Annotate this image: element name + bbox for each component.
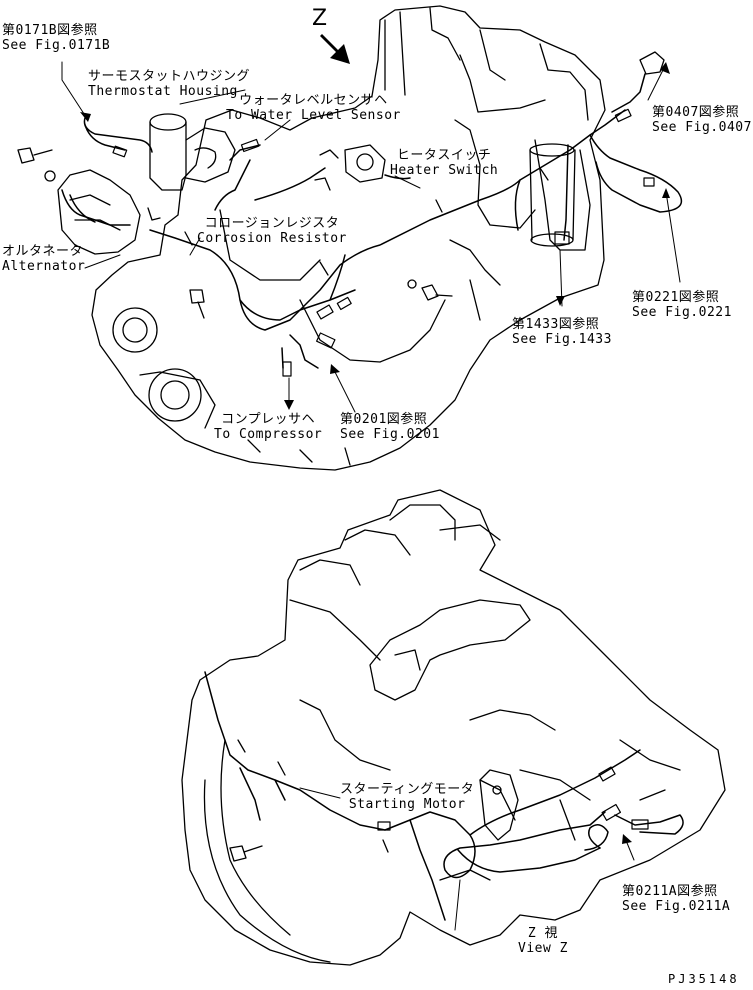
label-heater-switch-jp: ヒータスイッチ: [396, 148, 492, 163]
label-fig0221-jp: 第0221図参照: [632, 290, 720, 305]
label-fig0171b-en: See Fig.0171B: [2, 38, 111, 53]
upper-engine-view: [17, 5, 683, 471]
fan-pulley: [148, 368, 202, 422]
upper-wiring-harness: [61, 73, 683, 369]
label-alternator: オルタネータ Alternator: [2, 244, 85, 274]
label-water-level-sensor: ウォータレベルセンサヘ To Water Level Sensor: [226, 93, 401, 123]
thermostat-housing: [149, 113, 187, 131]
label-corrosion-jp: コロージョンレジスタ: [204, 216, 340, 231]
label-fig0211a-en: See Fig.0211A: [622, 899, 731, 914]
label-water-level-en: To Water Level Sensor: [226, 108, 401, 123]
view-letter: Z: [312, 6, 328, 31]
label-fig0407-jp: 第0407図参照: [652, 105, 740, 120]
label-fig0171b: 第0171B図参照 See Fig.0171B: [2, 23, 110, 53]
connectors-upper: [112, 108, 655, 377]
bolt-mid: [189, 289, 205, 319]
label-fig0211a: 第0211A図参照 See Fig.0211A: [622, 884, 730, 914]
label-alternator-jp: オルタネータ: [2, 244, 84, 259]
label-fig0407: 第0407図参照 See Fig.0407: [652, 105, 752, 135]
intake-pipe: [369, 599, 531, 701]
drawing-code: PJ35148: [668, 972, 740, 986]
label-starting-motor: スターティングモータ Starting Motor: [340, 782, 474, 812]
label-thermostat-housing: サーモスタットハウジング Thermostat Housing: [88, 69, 250, 99]
label-view-z-en: View Z: [518, 941, 568, 956]
label-compressor-jp: コンプレッサヘ: [221, 412, 316, 427]
label-fig1433-jp: 第1433図参照: [512, 317, 600, 332]
label-water-level-jp: ウォータレベルセンサヘ: [239, 93, 388, 108]
engine-block-outline: [91, 5, 606, 471]
starting-motor-bracket: [479, 769, 519, 841]
label-fig1433: 第1433図参照 See Fig.1433: [512, 317, 612, 347]
label-fig0221-en: See Fig.0221: [632, 305, 732, 320]
label-fig0201-jp: 第0201図参照: [340, 412, 428, 427]
lower-engine-view: [181, 489, 726, 966]
label-to-compressor: コンプレッサヘ To Compressor: [214, 412, 322, 442]
corrosion-resistor-body: [529, 149, 576, 241]
connectors-lower: [377, 766, 649, 831]
lower-clamps: [237, 739, 389, 853]
label-fig0171b-jp: 第0171B図参照: [2, 23, 98, 38]
crank-pulley: [112, 307, 158, 353]
harness-clamps: [147, 167, 549, 276]
label-alternator-en: Alternator: [2, 259, 86, 274]
lower-engine-outline: [181, 489, 726, 966]
label-heater-switch: ヒータスイッチ Heater Switch: [390, 148, 498, 178]
label-fig0211a-jp: 第0211A図参照: [622, 884, 718, 899]
label-heater-switch-en: Heater Switch: [390, 163, 499, 178]
label-fig0221: 第0221図参照 See Fig.0221: [632, 290, 732, 320]
bolt-lower: [229, 845, 263, 862]
heater-switch: [344, 144, 386, 183]
label-thermostat-jp: サーモスタットハウジング: [88, 69, 251, 84]
label-view-z: Z 視 View Z: [518, 926, 568, 956]
label-fig1433-en: See Fig.1433: [512, 332, 612, 347]
label-fig0407-en: See Fig.0407: [652, 120, 752, 135]
lower-wiring-harness: [204, 671, 684, 921]
label-corrosion-resistor: コロージョンレジスタ Corrosion Resistor: [197, 216, 347, 246]
label-thermostat-en: Thermostat Housing: [88, 84, 238, 99]
label-fig0201: 第0201図参照 See Fig.0201: [340, 412, 440, 442]
water-level-sensor-plug: [639, 51, 665, 75]
leader-lines: [61, 61, 681, 931]
view-z-arrow: [320, 34, 350, 64]
label-compressor-en: To Compressor: [214, 427, 323, 442]
arrowheads: [80, 62, 670, 844]
label-fig0201-en: See Fig.0201: [340, 427, 440, 442]
flywheel-housing: [203, 779, 331, 963]
alternator: [57, 169, 141, 255]
bolt-alternator: [17, 147, 56, 182]
label-starting-motor-en: Starting Motor: [348, 797, 466, 812]
bolt-right: [407, 279, 453, 301]
label-view-z-jp: Z 視: [527, 926, 559, 941]
label-starting-motor-jp: スターティングモータ: [340, 782, 475, 797]
label-corrosion-en: Corrosion Resistor: [197, 231, 347, 246]
